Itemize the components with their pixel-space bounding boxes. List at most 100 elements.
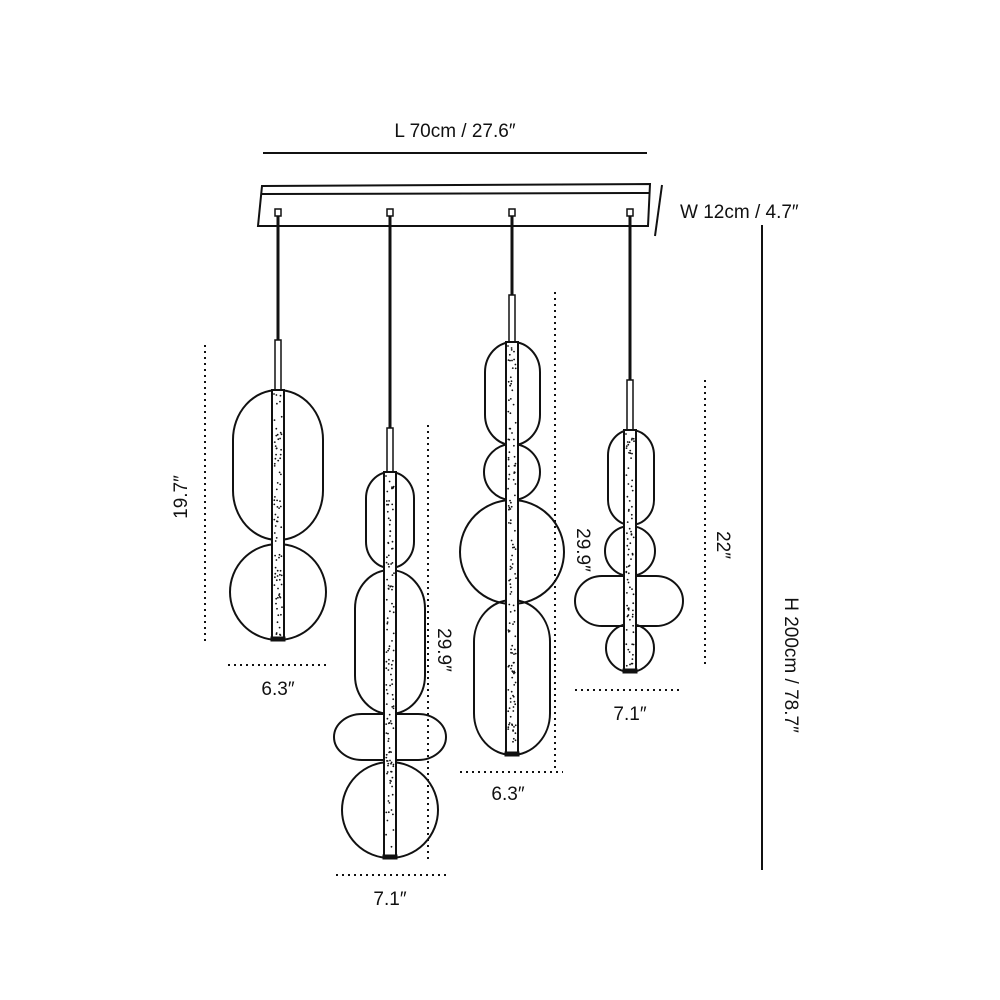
- pendant-4-rod-speck: [625, 445, 628, 447]
- pendant-4-light-rod: [623, 429, 637, 673]
- pendant-3-rod-speck: [514, 462, 517, 465]
- pendant-3-rod-speck: [514, 703, 517, 706]
- pendant-4-rod-speck: [627, 572, 630, 575]
- pendant-1-rod-speck: [279, 400, 281, 403]
- pendant-1-rod-speck: [278, 507, 280, 509]
- pendant-3-rod-speck: [513, 726, 515, 728]
- pendant-3-rod-speck: [514, 529, 516, 532]
- pendant-1-rod-speck: [273, 393, 275, 395]
- pendant-2-rod-speck: [386, 621, 389, 623]
- pendant-2-rod-speck: [385, 475, 387, 477]
- pendant-2-rod-speck: [389, 782, 392, 784]
- pendant-3-rod-speck: [509, 715, 512, 718]
- pendant-1-rod-speck: [277, 587, 279, 590]
- pendant-3-rod-speck: [511, 566, 513, 569]
- pendant-1-end-cap: [270, 636, 286, 642]
- pendant-1-rod-speck: [279, 483, 282, 486]
- pendant-3-rod-speck: [512, 710, 515, 712]
- pendant-2-rod-speck: [385, 651, 388, 653]
- pendant-3-rod-speck: [514, 421, 517, 424]
- pendant-4-rod-speck: [632, 643, 635, 646]
- pendant-3-rod-speck: [507, 359, 510, 361]
- pendant-2-rod-speck: [388, 658, 390, 661]
- pendant-4-rod-speck: [625, 570, 628, 573]
- pendant-1-rod-speck: [275, 394, 278, 396]
- pendant-1-rod-speck: [278, 626, 281, 629]
- pendant-1-rod-speck: [276, 569, 279, 572]
- pendant-3-rod-speck: [508, 506, 511, 509]
- pendant-2-rod-speck: [385, 756, 388, 759]
- pendant-3-width-label: 6.3″: [491, 784, 524, 805]
- pendant-1-rod-speck: [275, 602, 277, 605]
- pendant-4-rod-speck: [625, 433, 627, 435]
- pendant-3-rod-speck: [512, 604, 515, 607]
- pendant-3-rod-speck: [508, 622, 511, 624]
- pendant-2-rod-speck: [389, 610, 391, 613]
- pendant-2-rod-speck: [387, 811, 390, 814]
- pendant-1-rod-speck: [279, 573, 281, 576]
- pendant-3-rod-speck: [509, 427, 512, 430]
- pendant-1-rod-speck: [274, 566, 277, 569]
- pendant-2-rod-speck: [392, 659, 394, 662]
- pendant-3-rod-speck: [509, 519, 512, 522]
- pendant-4-rod-speck: [630, 530, 632, 533]
- pendant-4-rod-speck: [630, 485, 633, 488]
- pendant-1-rod-speck: [280, 526, 283, 529]
- pendant-3-rod-speck: [514, 724, 517, 727]
- pendant-2-rod-speck: [386, 490, 389, 493]
- pendant-1-width-label: 6.3″: [261, 679, 294, 700]
- pendant-2-rod-speck: [390, 761, 393, 764]
- pendant-2-rod-speck: [387, 663, 390, 665]
- pendant-4-stem: [626, 379, 634, 431]
- pendant-4-rod-speck: [630, 513, 633, 516]
- pendant-3-rod-speck: [511, 652, 514, 654]
- pendant-3-rod-speck: [514, 363, 517, 366]
- pendant-2-rod-speck: [388, 645, 391, 648]
- pendant-1-rod-speck: [273, 462, 276, 465]
- pendant-3-rod-speck: [509, 412, 512, 415]
- pendant-2-rod-speck: [385, 684, 388, 686]
- pendant-1-rod-speck: [274, 513, 277, 516]
- pendant-3-rod-speck: [514, 732, 517, 735]
- pendant-2-rod-speck: [392, 707, 395, 710]
- pendant-2-rod-speck: [390, 780, 392, 782]
- pendant-2-rod-speck: [391, 640, 393, 642]
- pendant-1-rod-speck: [273, 419, 276, 421]
- pendant-4-rod-speck: [628, 508, 630, 511]
- pendant-2-rod-speck: [392, 611, 395, 614]
- pendant-3-rod-speck: [508, 603, 511, 606]
- pendant-4-rod-speck: [632, 536, 635, 539]
- pendant-2-end-cap: [382, 854, 398, 860]
- pendant-2-rod-speck: [392, 705, 395, 707]
- pendant-2-rod-speck: [388, 751, 390, 754]
- pendant-4-rod-speck: [629, 618, 631, 621]
- pendant-2-rod-speck: [393, 572, 395, 575]
- pendant-4-rod-speck: [631, 452, 633, 455]
- pendant-3-rod-speck: [508, 451, 511, 454]
- pendant-1-rod-speck: [279, 500, 281, 502]
- pendant-1-rod-speck: [273, 503, 276, 506]
- pendant-2-rod-speck: [392, 763, 395, 766]
- pendant-2-rod-speck: [386, 692, 389, 695]
- pendant-1-rod-speck: [277, 438, 280, 441]
- pendant-2-rod-speck: [385, 689, 388, 691]
- pendant-4-rod-speck: [631, 588, 633, 590]
- pendant-3-rod-speck: [509, 508, 512, 510]
- pendant-2-rod-speck: [390, 663, 393, 666]
- pendant-4-rod-speck: [629, 542, 632, 545]
- pendant-3-rod-speck: [507, 410, 510, 413]
- pendant-3-rod-speck: [511, 432, 513, 434]
- pendant-1-mount: [274, 208, 282, 217]
- pendant-2-rod-speck: [385, 753, 388, 756]
- pendant-3-rod-speck: [510, 382, 512, 385]
- pendant-4-rod-speck: [630, 533, 633, 535]
- pendant-3-rod-speck: [514, 681, 517, 684]
- pendant-2-rod-speck: [391, 540, 394, 543]
- pendant-2-rod-speck: [389, 535, 391, 537]
- pendant-2-rod-speck: [387, 764, 389, 767]
- pendant-4-rod-speck: [629, 449, 632, 452]
- pendant-2-rod-speck: [388, 565, 390, 568]
- pendant-1-rod-speck: [275, 559, 278, 561]
- pendant-3-rod-speck: [509, 611, 512, 613]
- pendant-4-rod-speck: [630, 558, 632, 560]
